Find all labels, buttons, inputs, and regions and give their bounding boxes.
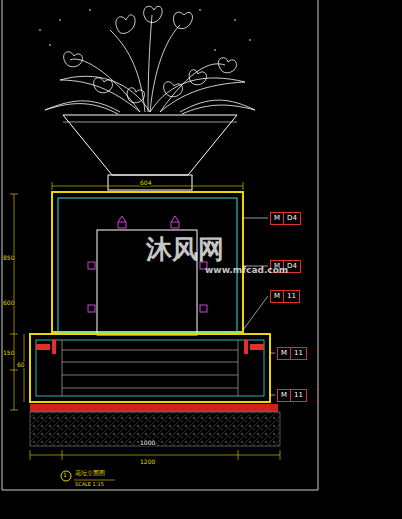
callout-tag: M11 xyxy=(270,290,300,303)
callout-tag: M11 xyxy=(277,347,307,360)
tag-text: M xyxy=(271,213,283,224)
tag-text: 11 xyxy=(283,291,299,302)
callout-tag: MD4 xyxy=(270,212,301,225)
dim: 604 xyxy=(140,180,151,186)
tag-text: M xyxy=(278,348,290,359)
dim: 1000 xyxy=(140,440,155,446)
watermark: 沐风网 xyxy=(146,236,224,262)
tag-text: D4 xyxy=(283,213,300,224)
callout-tag: M11 xyxy=(277,389,307,402)
title-number: 1 xyxy=(63,472,67,478)
dim: 600 xyxy=(3,300,14,306)
dim: 850 xyxy=(3,255,14,261)
drawing-title: 花坛立面图 xyxy=(75,470,105,476)
tag-text: M xyxy=(271,291,283,302)
tag-text: 11 xyxy=(290,390,306,401)
scale-note: SCALE 1:15 xyxy=(75,482,104,487)
dim: 60 xyxy=(17,362,25,368)
watermark: www.mfcad.com xyxy=(205,266,288,275)
dim: 1200 xyxy=(140,459,155,465)
tag-text: M xyxy=(278,390,290,401)
dim: 150 xyxy=(3,350,14,356)
tag-text: 11 xyxy=(290,348,306,359)
